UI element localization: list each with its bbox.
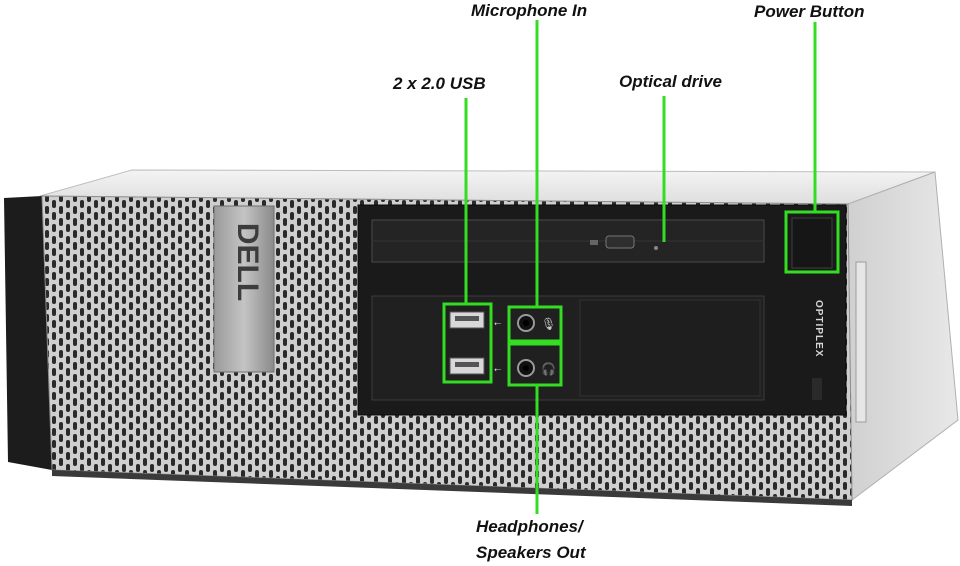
microphone-icon: 🎙 xyxy=(541,317,556,331)
callout-box-microphone xyxy=(507,305,563,343)
callouts xyxy=(442,20,840,514)
headphone-icon: 🎧 xyxy=(541,362,556,376)
eject-button xyxy=(605,235,635,249)
label-headphones-line2: Speakers Out xyxy=(476,543,586,562)
side-vent xyxy=(855,261,867,423)
label-optical-drive: Optical drive xyxy=(619,72,722,91)
label-headphones: Headphones/ Speakers Out xyxy=(476,514,586,566)
label-headphones-line1: Headphones/ xyxy=(476,517,583,536)
label-power-button: Power Button xyxy=(754,2,865,21)
power-button xyxy=(791,217,833,269)
logo-plate xyxy=(213,205,275,373)
callout-box-headphones xyxy=(507,342,563,387)
chassis-left-edge xyxy=(4,196,52,470)
usb-symbol-icon: ⭠ xyxy=(494,319,501,329)
callout-box-power xyxy=(784,210,840,274)
chassis-bottom-edge xyxy=(52,470,852,506)
callout-box-usb xyxy=(442,302,493,384)
label-usb: 2 x 2.0 USB xyxy=(393,74,486,93)
dell-logo: DELL xyxy=(231,223,264,301)
optiplex-label: OPTIPLEX xyxy=(813,300,824,357)
usb-symbol-icon: ⭠ xyxy=(494,365,501,375)
label-microphone-in: Microphone In xyxy=(471,1,588,20)
